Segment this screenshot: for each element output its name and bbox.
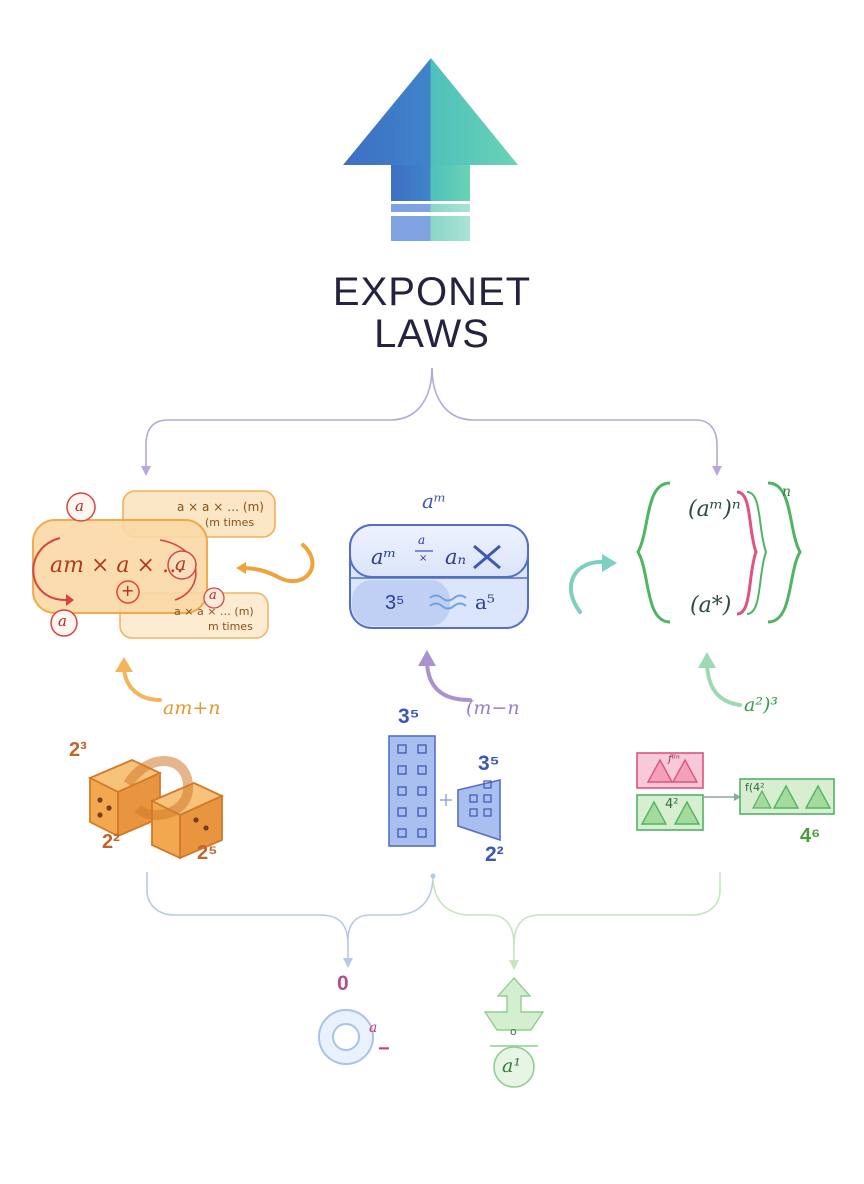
bottom-branch-connector: [146, 872, 721, 970]
product-example-top: 2³: [69, 739, 87, 761]
title-line-2: LAWS: [374, 312, 490, 356]
top-branch-connector: [141, 367, 722, 476]
a-symbol-top: a: [75, 497, 84, 515]
a-circle-bottom-left: [50, 609, 78, 637]
power-rule-panel: [568, 481, 835, 831]
green-box-label: 4²: [665, 797, 679, 812]
power-top-expression: (aᵐ)ⁿ: [688, 497, 741, 522]
quotient-fraction-num: a: [418, 533, 426, 547]
negative-exponent-node: [483, 976, 545, 1088]
negative-fraction-num: o: [510, 1025, 517, 1038]
quotient-header: aᵐ: [422, 489, 447, 513]
a-symbol-mid: a: [175, 553, 187, 575]
card-bottom-line-2: m times: [208, 620, 253, 633]
plus-symbol: +: [121, 581, 135, 600]
quotient-rule-label: (m−n: [466, 697, 520, 719]
power-outer-exponent: n: [782, 484, 792, 500]
cross-icon: [473, 544, 501, 570]
quotient-top-right: aₙ: [445, 545, 467, 569]
card-top-line-2: (m times: [205, 516, 255, 529]
a-symbol-bottom-right: a: [209, 588, 217, 603]
approx-wave-icon: [429, 594, 467, 610]
green-up-arrow-icon: [483, 976, 545, 1031]
pink-box-label: f⁶ⁿ: [668, 754, 680, 765]
a-circle-mid: [167, 550, 197, 580]
up-arrow-logo-icon: [343, 58, 518, 241]
a-circle-top: [66, 492, 96, 522]
block-grid-icon: [388, 735, 501, 847]
zero-side-label: a: [369, 1020, 378, 1036]
right-brace: [767, 481, 802, 624]
quotient-top-left: aᵐ: [371, 545, 397, 569]
negative-circle-label: a¹: [502, 1055, 521, 1077]
product-rule-panel: [32, 490, 315, 860]
quotient-example-right-top: 3⁵: [478, 752, 500, 775]
plus-circle: [116, 580, 140, 604]
card-top-line-1: a × a × … (m): [177, 500, 264, 514]
power-rule-label: a²)³: [744, 694, 778, 716]
result-box-label: f(4²: [745, 781, 765, 794]
triangle-boxes-icon: [636, 752, 835, 831]
quotient-bottom-left: 3⁵: [385, 592, 405, 614]
title-line-1: EXPONET: [332, 270, 532, 314]
zero-label: 0: [337, 972, 349, 995]
product-example-right: 2⁵: [197, 842, 218, 864]
quotient-example-top: 3⁵: [398, 705, 420, 728]
power-result-label: 4⁶: [800, 825, 821, 847]
zero-exponent-node: [318, 1009, 374, 1065]
a-circle-result: [493, 1046, 535, 1088]
power-bottom-expression: (a*): [690, 593, 732, 618]
dice-icon: [87, 755, 225, 860]
quotient-rule-panel: [349, 524, 529, 847]
left-brace: [636, 481, 671, 624]
card-bottom-line-1: a × a × … (m): [174, 605, 254, 618]
a-circle-bottom-right: [203, 587, 225, 609]
product-rule-label: am+n: [163, 697, 221, 719]
quotient-fraction-den: ×: [419, 553, 428, 564]
quotient-example-right-bottom: 2²: [485, 843, 504, 866]
zero-minus: −: [378, 1038, 390, 1060]
quotient-bottom-right: a⁵: [475, 590, 495, 614]
product-example-left: 2²: [102, 831, 120, 853]
a-symbol-bottom-left: a: [58, 612, 67, 630]
product-main-expression: am × a × …: [50, 553, 184, 578]
